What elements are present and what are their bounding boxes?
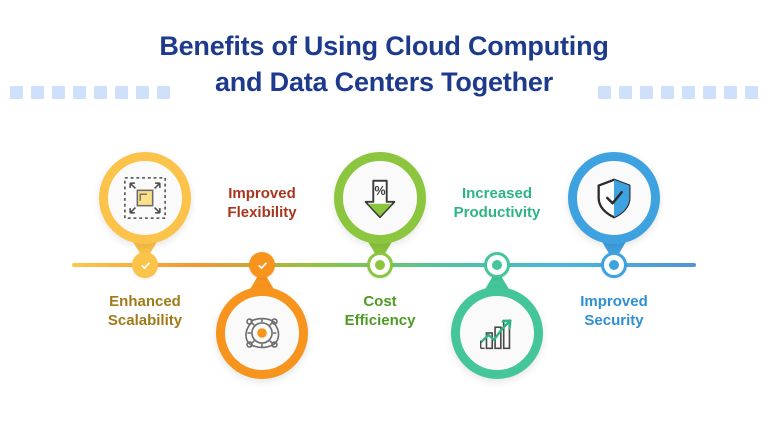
marker-dot — [375, 260, 385, 270]
timeline-marker-1[interactable] — [132, 252, 158, 278]
decorative-square — [640, 86, 653, 99]
decorative-square — [52, 86, 65, 99]
page-title: Benefits of Using Cloud Computing and Da… — [0, 28, 768, 100]
marker-dot — [492, 260, 502, 270]
pin-circle — [451, 287, 543, 379]
step-label-line-2: Security — [584, 312, 644, 329]
step-label-line-2: Efficiency — [344, 312, 416, 329]
step-icon-pin-5[interactable] — [568, 152, 660, 262]
step-icon-pin-4[interactable] — [451, 269, 543, 379]
decorative-squares-left — [10, 86, 170, 99]
decorative-square — [10, 86, 23, 99]
decorative-square — [619, 86, 632, 99]
step-icon-pin-1[interactable] — [99, 152, 191, 262]
decorative-square — [724, 86, 737, 99]
decorative-square — [115, 86, 128, 99]
step-icon-pin-3[interactable]: % — [334, 152, 426, 262]
scalability-resize-icon — [122, 175, 168, 221]
cost-down-percent-icon: % — [357, 175, 403, 221]
step-label-line-1: Improved — [228, 185, 296, 202]
step-label-line-1: Cost — [363, 293, 397, 310]
step-icon-pin-2[interactable] — [216, 269, 308, 379]
pin-circle — [99, 152, 191, 244]
step-label-line-2: Flexibility — [227, 204, 297, 221]
title-line-2: and Data Centers Together — [214, 67, 554, 97]
pin-circle: % — [334, 152, 426, 244]
timeline-marker-4[interactable] — [484, 252, 510, 278]
decorative-square — [703, 86, 716, 99]
decorative-square — [745, 86, 758, 99]
title-line-1: Benefits of Using Cloud Computing — [159, 31, 609, 61]
timeline-marker-5[interactable] — [601, 252, 627, 278]
productivity-growth-chart-icon — [474, 310, 520, 356]
flexibility-gear-icon — [239, 310, 285, 356]
decorative-square — [598, 86, 611, 99]
decorative-square — [682, 86, 695, 99]
decorative-square — [157, 86, 170, 99]
step-label-line-2: Productivity — [453, 204, 541, 221]
pin-circle — [568, 152, 660, 244]
step-label-line-1: Improved — [580, 293, 648, 310]
decorative-square — [661, 86, 674, 99]
security-shield-check-icon — [591, 175, 637, 221]
svg-text:%: % — [374, 184, 385, 198]
timeline-marker-3[interactable] — [367, 252, 393, 278]
step-label-line-1: Increased — [461, 185, 533, 202]
timeline-marker-2[interactable] — [249, 252, 275, 278]
marker-dot — [609, 260, 619, 270]
check-icon — [257, 261, 267, 269]
decorative-square — [31, 86, 44, 99]
check-icon — [140, 261, 150, 269]
decorative-square — [73, 86, 86, 99]
step-label-line-1: Enhanced — [109, 293, 181, 310]
decorative-square — [94, 86, 107, 99]
decorative-square — [136, 86, 149, 99]
pin-circle — [216, 287, 308, 379]
decorative-squares-right — [598, 86, 758, 99]
step-label-line-2: Scalability — [107, 312, 183, 329]
